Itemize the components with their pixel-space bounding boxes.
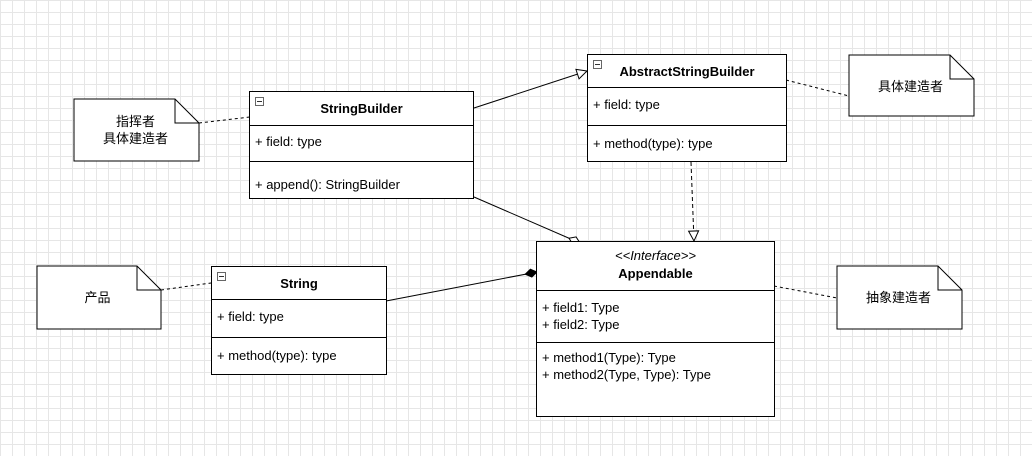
class-abstract-string-builder[interactable]: AbstractStringBuilder + field: type + me… [587,54,787,162]
fields-section[interactable]: + field1: Type + field2: Type [537,291,774,343]
collapse-icon[interactable] [255,97,264,106]
note-director-fold [174,99,199,124]
class-name: String [280,276,318,291]
interface-name: Appendable [618,266,693,281]
fields-section[interactable]: + field: type [212,300,386,338]
note-director-text: 指挥者 具体建造者 [84,113,187,147]
methods-section[interactable]: + method(type): type [588,126,786,161]
methods-section[interactable]: + method1(Type): Type + method2(Type, Ty… [537,343,774,416]
class-header[interactable]: String [212,267,386,300]
composition-link[interactable] [385,268,538,302]
note-director-line-1: 指挥者 [115,114,155,129]
method-item: + method(type): type [217,348,337,363]
collapse-icon[interactable] [593,60,602,69]
note-product-text: 产品 [47,289,148,306]
fields-section[interactable]: + field: type [588,88,786,126]
note-director-shape[interactable] [73,98,200,162]
fields-section[interactable]: + field: type [250,126,473,162]
method-item: + append(): StringBuilder [255,177,400,192]
note-concrete-builder-anchor[interactable] [785,79,850,97]
note-concrete-builder-line-1: 具体建造者 [877,79,943,94]
note-concrete-builder-shape[interactable] [848,54,975,117]
note-abstract-builder-line-1: 抽象建造者 [865,290,931,305]
aggregation-link[interactable] [473,196,581,245]
collapse-icon[interactable] [217,272,226,281]
note-product-shape[interactable] [36,265,162,330]
note-director-line-2: 具体建造者 [102,131,168,146]
note-abstract-builder-text: 抽象建造者 [847,289,950,306]
field-item: + field2: Type [542,317,620,332]
note-product-line-1: 产品 [84,290,111,305]
realization-arrow[interactable] [691,161,694,241]
class-string[interactable]: String + field: type + method(type): typ… [211,266,387,375]
note-product-anchor[interactable] [160,282,212,291]
note-product-fold [136,266,161,291]
interface-appendable[interactable]: <<Interface>> Appendable + field1: Type … [536,241,775,417]
class-name: StringBuilder [320,101,403,116]
class-name: AbstractStringBuilder [619,64,755,79]
field-item: + field: type [217,309,284,324]
method-item: + method2(Type, Type): Type [542,367,711,382]
method-item: + method(type): type [593,136,713,151]
interface-stereotype: <<Interface>> [615,248,696,263]
note-concrete-builder-text: 具体建造者 [859,78,962,95]
class-header[interactable]: StringBuilder [250,92,473,126]
generalization-arrow[interactable] [473,71,587,109]
field-item: + field1: Type [542,300,620,315]
methods-section[interactable]: + append(): StringBuilder [250,162,473,198]
note-concrete-builder-fold [949,55,974,80]
note-abstract-builder-shape[interactable] [836,265,963,330]
class-string-builder[interactable]: StringBuilder + field: type + append(): … [249,91,474,199]
note-abstract-builder-fold [937,266,962,291]
note-director-anchor[interactable] [198,116,251,124]
methods-section[interactable]: + method(type): type [212,338,386,374]
class-header[interactable]: AbstractStringBuilder [588,55,786,88]
field-item: + field: type [593,97,660,112]
interface-header[interactable]: <<Interface>> Appendable [537,242,774,291]
method-item: + method1(Type): Type [542,350,676,365]
field-item: + field: type [255,134,322,149]
note-abstract-builder-anchor[interactable] [773,285,838,299]
